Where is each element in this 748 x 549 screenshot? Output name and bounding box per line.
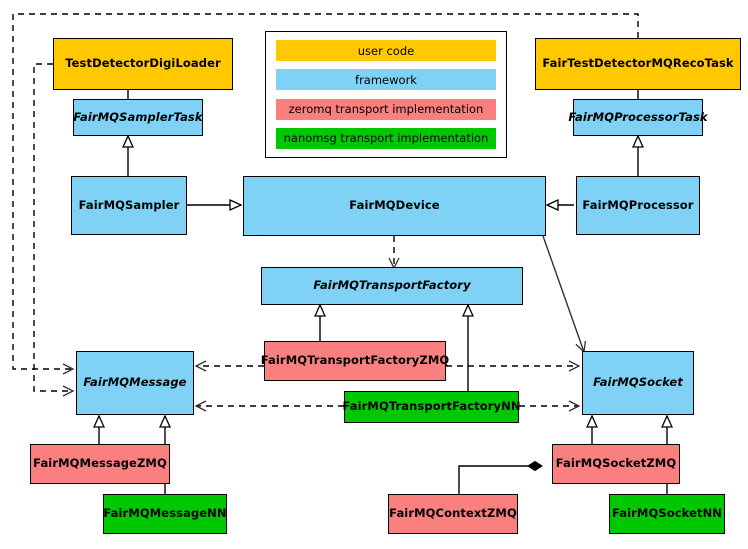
class-box-fairmq-socket-zmq[interactable]: FairMQSocketZMQ — [552, 444, 680, 484]
class-label-fair-test-detector-mq-reco-task: FairTestDetectorMQRecoTask — [542, 56, 734, 71]
legend-item-framework: framework — [276, 69, 496, 91]
class-box-fairmq-socket-nn[interactable]: FairMQSocketNN — [609, 494, 725, 534]
class-box-fair-test-detector-mq-reco-task[interactable]: FairTestDetectorMQRecoTask — [535, 38, 741, 90]
legend-item-zeromq: zeromq transport implementation — [276, 98, 496, 120]
class-label-fairmq-socket-zmq: FairMQSocketZMQ — [555, 456, 677, 471]
class-label-fairmq-socket-nn: FairMQSocketNN — [611, 506, 723, 521]
class-box-fairmq-transport-factory-nn[interactable]: FairMQTransportFactoryNN — [342, 391, 521, 423]
class-box-fairmq-processor[interactable]: FairMQProcessor — [576, 176, 700, 235]
class-label-fairmq-device: FairMQDevice — [349, 198, 440, 213]
legend-label-framework: framework — [355, 72, 417, 87]
class-label-fairmq-transport-factory-zmq: FairMQTransportFactoryZMQ — [260, 353, 450, 368]
class-label-fairmq-socket: FairMQSocket — [593, 375, 683, 390]
class-box-fairmq-message-nn[interactable]: FairMQMessageNN — [103, 494, 227, 534]
legend-box: user code framework zeromq transport imp… — [265, 31, 507, 158]
legend-item-user-code: user code — [276, 40, 496, 61]
class-label-fairmq-context-zmq: FairMQContextZMQ — [389, 506, 517, 521]
class-label-fairmq-sampler-task: FairMQSamplerTask — [73, 109, 203, 124]
edge-contextzmq-socketzmq — [458, 460, 543, 494]
class-box-fairmq-transport-factory[interactable]: FairMQTransportFactory — [261, 267, 523, 305]
class-box-fairmq-message[interactable]: FairMQMessage — [76, 351, 194, 415]
legend-label-nanomsg: nanomsg transport implementation — [283, 131, 489, 146]
class-label-fairmq-message: FairMQMessage — [83, 375, 187, 390]
class-label-fairmq-sampler: FairMQSampler — [78, 197, 180, 212]
class-box-fairmq-socket[interactable]: FairMQSocket — [582, 351, 694, 415]
class-label-fairmq-message-nn: FairMQMessageNN — [103, 506, 227, 521]
class-box-fairmq-device[interactable]: FairMQDevice — [243, 176, 546, 236]
class-label-test-detector-digi-loader: TestDetectorDigiLoader — [65, 56, 221, 71]
class-label-fairmq-transport-factory: FairMQTransportFactory — [313, 278, 471, 293]
class-box-test-detector-digi-loader[interactable]: TestDetectorDigiLoader — [53, 38, 233, 90]
class-label-fairmq-processor: FairMQProcessor — [582, 197, 694, 212]
legend-label-zeromq: zeromq transport implementation — [288, 102, 484, 117]
class-box-fairmq-sampler-task[interactable]: FairMQSamplerTask — [73, 99, 203, 136]
class-box-fairmq-transport-factory-zmq[interactable]: FairMQTransportFactoryZMQ — [261, 341, 449, 381]
class-box-fairmq-sampler[interactable]: FairMQSampler — [71, 176, 187, 235]
edge-digiloader-message — [33, 63, 75, 397]
edge-device-socket — [542, 235, 587, 354]
class-box-fairmq-context-zmq[interactable]: FairMQContextZMQ — [388, 494, 518, 534]
class-label-fairmq-processor-task: FairMQProcessorTask — [568, 109, 708, 124]
legend-item-nanomsg: nanomsg transport implementation — [276, 127, 496, 149]
class-box-fairmq-processor-task[interactable]: FairMQProcessorTask — [568, 99, 708, 136]
legend-label-user-code: user code — [357, 43, 415, 58]
class-label-fairmq-message-zmq: FairMQMessageZMQ — [33, 456, 167, 471]
class-box-fairmq-message-zmq[interactable]: FairMQMessageZMQ — [30, 444, 170, 484]
class-label-fairmq-transport-factory-nn: FairMQTransportFactoryNN — [342, 399, 521, 414]
